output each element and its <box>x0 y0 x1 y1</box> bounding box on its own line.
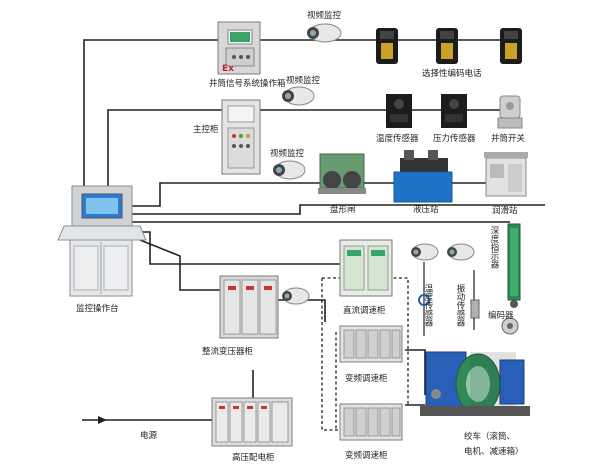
label-shaft-signal-cabinet: 井筒信号系统操作箱 <box>209 78 286 89</box>
phone-icon <box>436 28 458 64</box>
label-hydraulic-station: 液压站 <box>413 204 439 215</box>
label-temp-sensor-vertical: 温度传感器 <box>423 283 433 327</box>
monitor-console <box>57 185 147 297</box>
pressure-sensor-icon <box>441 94 467 128</box>
camera-icon <box>307 23 342 43</box>
label-disc-brake: 盘形闸 <box>330 204 356 215</box>
label-winch-line1: 绞车（滚筒、 <box>464 431 515 442</box>
label-lube-station: 润滑站 <box>492 205 518 216</box>
encoder-icon <box>501 317 519 335</box>
shaft-signal-cabinet: Ex <box>217 21 261 75</box>
power-arrow-icon <box>98 416 107 424</box>
label-video-monitor-2: 视频监控 <box>286 75 321 86</box>
label-encoder: 编码器 <box>488 310 514 321</box>
temperature-probe-icon <box>418 294 430 306</box>
label-winch-line2: 电机、减速箱） <box>464 446 524 457</box>
hv-cabinet <box>211 397 293 447</box>
label-selective-phone: 选择性编码电话 <box>422 68 482 79</box>
vf-cabinet-1 <box>339 325 403 363</box>
camera-icon <box>282 86 315 106</box>
label-depth-indicator-vertical: 深度指示器 <box>489 226 499 269</box>
temperature-sensor-icon <box>386 94 412 128</box>
label-rectifier-cabinet: 整流变压器柜 <box>202 346 254 357</box>
label-vf-cabinet-1: 变频调速柜 <box>345 373 388 384</box>
dc-speed-cabinet <box>339 239 393 297</box>
vf-cabinet-2 <box>339 403 403 441</box>
label-vibration-sensor-vertical: 振动传感器 <box>455 283 465 327</box>
main-control-cabinet <box>221 99 261 175</box>
winch <box>420 351 530 416</box>
disc-brake <box>318 153 366 194</box>
label-pressure-sensor: 压力传感器 <box>433 133 476 144</box>
camera-icon <box>273 160 306 180</box>
phone-icon <box>500 28 522 64</box>
label-hv-cabinet: 高压配电柜 <box>232 452 275 463</box>
camera-icon <box>411 243 439 261</box>
rectifier-transformer-cabinet <box>219 275 279 339</box>
vibration-sensor-icon <box>470 299 480 319</box>
ex-mark: Ex <box>222 64 234 74</box>
shaft-switch-icon <box>497 95 523 129</box>
depth-indicator <box>507 223 521 308</box>
camera-icon <box>282 287 310 305</box>
label-temp-sensor: 温度传感器 <box>376 133 419 144</box>
label-video-monitor-3: 视频监控 <box>270 148 305 159</box>
label-power-source: 电源 <box>140 430 158 441</box>
label-shaft-switch: 井筒开关 <box>491 133 526 144</box>
lube-station <box>484 152 528 197</box>
label-dc-speed-cabinet: 直流调速柜 <box>343 305 386 316</box>
label-main-control-cabinet: 主控柜 <box>193 124 219 135</box>
label-vf-cabinet-2: 变频调速柜 <box>345 450 388 461</box>
hydraulic-station <box>393 150 453 203</box>
label-video-monitor-top: 视频监控 <box>307 10 342 21</box>
phone-icon <box>376 28 398 64</box>
camera-icon <box>447 243 475 261</box>
label-monitor-console: 监控操作台 <box>76 303 119 314</box>
